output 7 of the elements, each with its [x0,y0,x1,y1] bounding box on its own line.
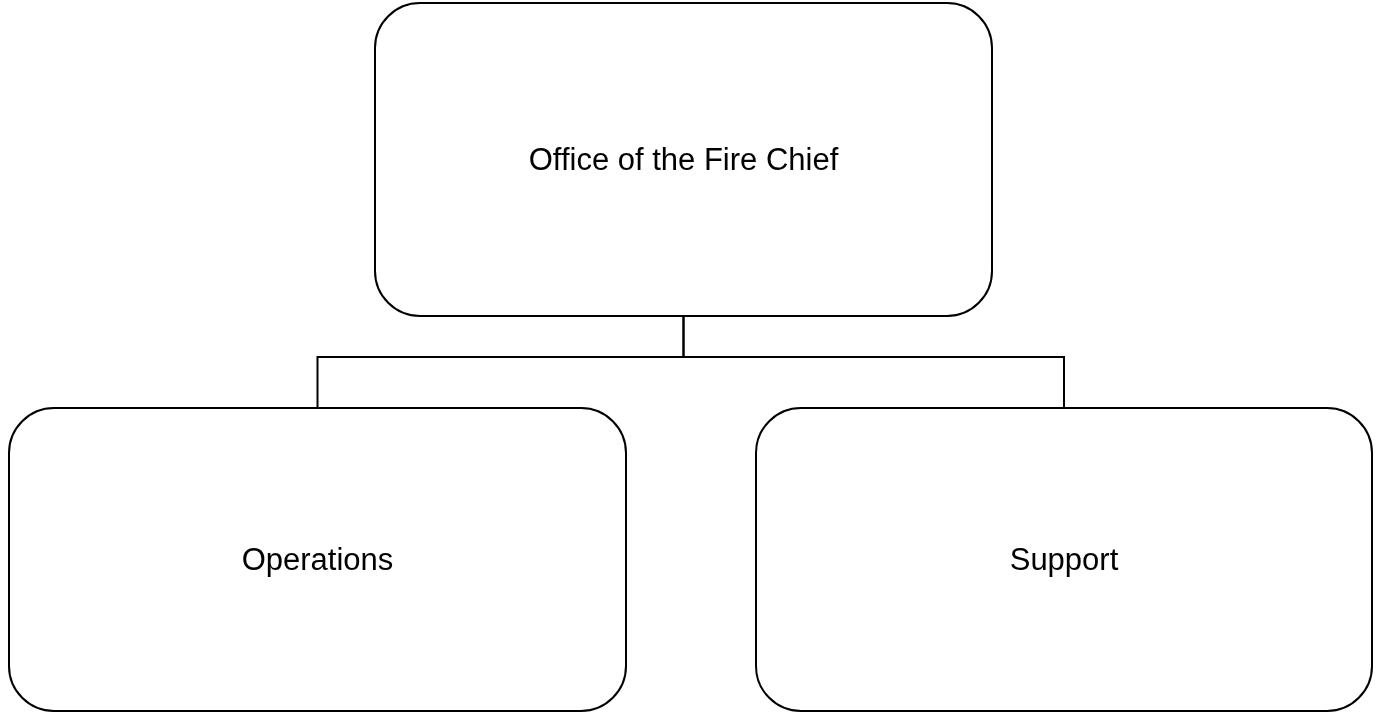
connector-line [682,316,1065,408]
box-label: Support [1009,541,1119,578]
box-label: Office of the Fire Chief [528,141,839,178]
box-label: Operations [241,541,394,578]
rounded-box [755,407,1373,712]
rounded-box [374,2,993,317]
rounded-box [8,407,627,712]
